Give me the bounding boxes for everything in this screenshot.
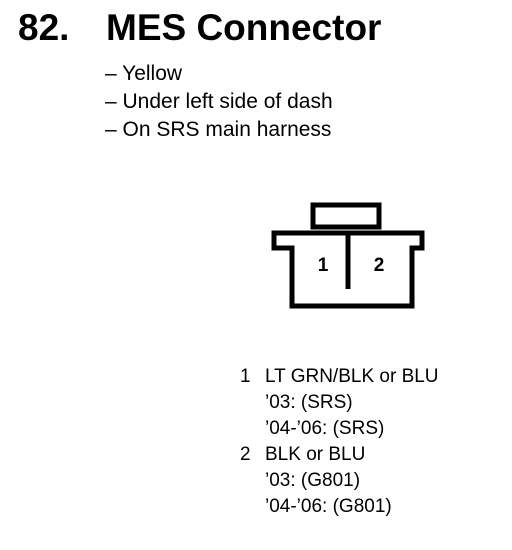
note-location: – Under left side of dash bbox=[105, 90, 333, 113]
pin-wire-color: LT GRN/BLK or BLU bbox=[265, 366, 439, 387]
note-color: – Yellow bbox=[105, 62, 183, 85]
pin-wire-color: BLK or BLU bbox=[265, 444, 366, 465]
pin-entry-2: 2 BLK or BLU ’03: (G801) ’04-’06: (G801) bbox=[240, 442, 439, 520]
pin-entry-1: 1 LT GRN/BLK or BLU ’03: (SRS) ’04-’06: … bbox=[240, 364, 439, 442]
pin-detail: ’04-’06: (SRS) bbox=[265, 418, 385, 439]
pin-number: 1 bbox=[240, 366, 251, 387]
pin-detail: ’04-’06: (G801) bbox=[265, 496, 392, 517]
connector-notes: – Yellow – Under left side of dash – On … bbox=[105, 60, 333, 144]
item-number: 82. bbox=[18, 7, 70, 48]
cavity-label-2: 2 bbox=[374, 255, 385, 276]
connector-name: MES Connector bbox=[106, 7, 382, 48]
pin-detail: ’03: (SRS) bbox=[265, 392, 353, 413]
connector-diagram: 1 2 bbox=[271, 202, 425, 309]
connector-lock-tab bbox=[310, 202, 382, 230]
page-title: 82. MES Connector bbox=[18, 8, 381, 48]
pin-number: 2 bbox=[240, 444, 251, 465]
note-harness: – On SRS main harness bbox=[105, 118, 332, 141]
cavity-label-1: 1 bbox=[318, 255, 329, 276]
pin-list: 1 LT GRN/BLK or BLU ’03: (SRS) ’04-’06: … bbox=[240, 364, 439, 520]
pin-detail: ’03: (G801) bbox=[265, 470, 361, 491]
